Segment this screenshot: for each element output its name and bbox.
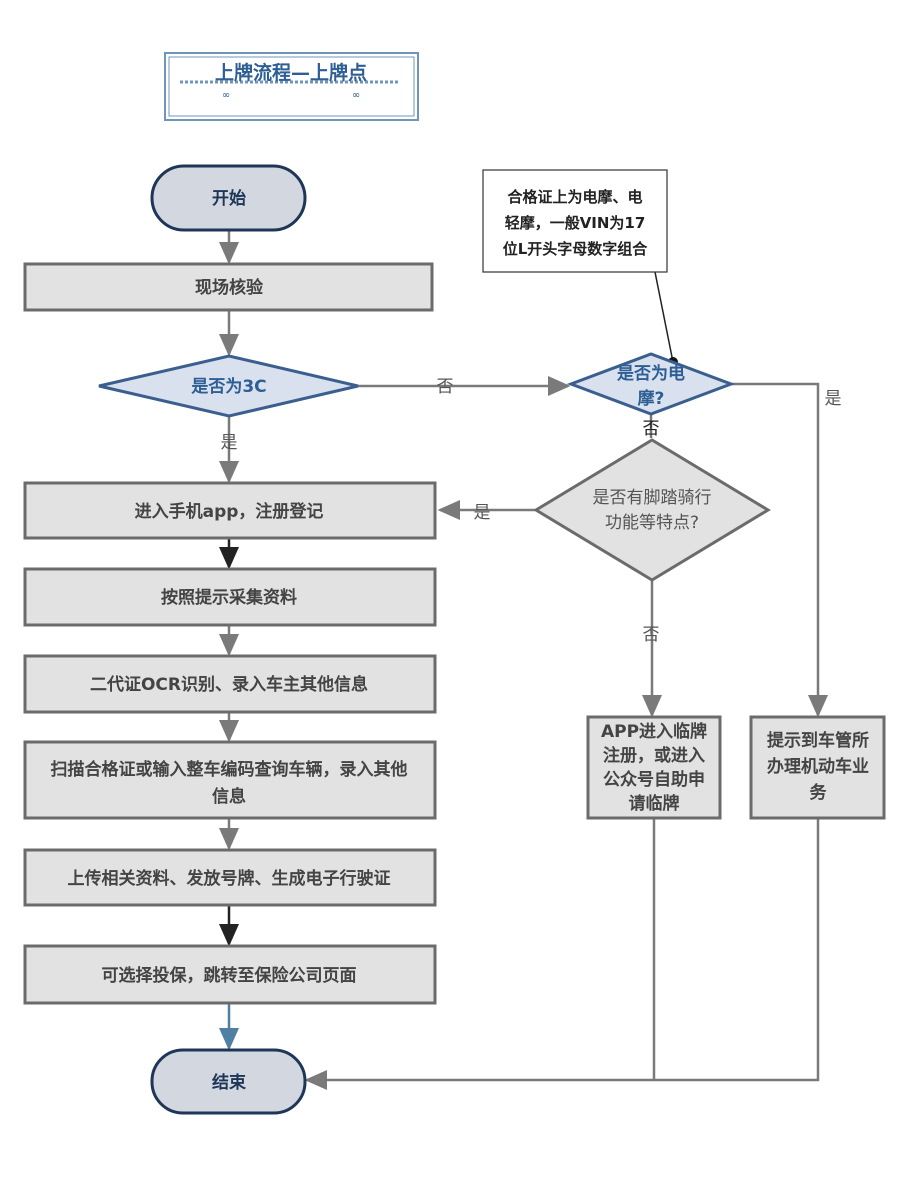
edge-label-no: 否: [643, 625, 660, 645]
svg-text:信息: 信息: [212, 786, 246, 807]
ornament-icon: ∞: [352, 90, 360, 101]
svg-text:请临牌: 请临牌: [629, 793, 680, 814]
svg-text:是否为电: 是否为电: [617, 363, 685, 384]
decision-is-3c: 是否为3C: [98, 354, 359, 418]
svg-text:上传相关资料、发放号牌、生成电子行驶证: 上传相关资料、发放号牌、生成电子行驶证: [68, 868, 391, 889]
svg-text:注册，或进入: 注册，或进入: [603, 745, 705, 766]
svg-text:合格证上为电摩、电: 合格证上为电摩、电: [506, 188, 642, 206]
svg-text:公众号自助申: 公众号自助申: [603, 769, 705, 790]
ornament-icon: ∞: [222, 90, 230, 101]
edge-label-no: 否: [437, 377, 454, 397]
svg-text:开始: 开始: [212, 188, 246, 209]
edge-label-yes: 是: [825, 389, 842, 409]
step-upload: 上传相关资料、发放号牌、生成电子行驶证: [23, 848, 437, 907]
svg-text:按照提示采集资料: 按照提示采集资料: [161, 587, 297, 608]
svg-text:是否为3C: 是否为3C: [191, 376, 266, 397]
step-ocr: 二代证OCR识别、录入车主其他信息: [23, 654, 437, 714]
edge-label-yes: 是: [221, 433, 238, 453]
step-scan: 扫描合格证或输入整车编码查询车辆，录入其他 信息: [23, 740, 437, 820]
step-enter-app: 进入手机app，注册登记: [23, 481, 437, 540]
step-dmv: 提示到车管所 办理机动车业 务: [749, 715, 886, 820]
step-onsite-check: 现场核验: [23, 262, 434, 312]
svg-text:位L开头字母数字组合: 位L开头字母数字组合: [503, 240, 649, 258]
svg-text:可选择投保，跳转至保险公司页面: 可选择投保，跳转至保险公司页面: [102, 965, 357, 986]
edge-label-yes: 是: [474, 503, 491, 523]
svg-text:APP进入临牌: APP进入临牌: [601, 721, 707, 742]
decision-pedal: 是否有脚踏骑行 功能等特点?: [533, 438, 771, 582]
step-insurance: 可选择投保，跳转至保险公司页面: [23, 944, 437, 1005]
svg-text:办理机动车业: 办理机动车业: [767, 756, 869, 777]
end-terminal: 结束: [150, 1048, 307, 1115]
connectors: [219, 230, 828, 1090]
svg-text:进入手机app，注册登记: 进入手机app，注册登记: [135, 501, 324, 522]
edge-label-no: 否: [643, 419, 660, 439]
svg-text:二代证OCR识别、录入车主其他信息: 二代证OCR识别、录入车主其他信息: [90, 674, 368, 695]
svg-text:扫描合格证或输入整车编码查询车辆，录入其他: 扫描合格证或输入整车编码查询车辆，录入其他: [51, 759, 408, 780]
note-box: 合格证上为电摩、电 轻摩，一般VIN为17 位L开头字母数字组合: [482, 169, 668, 273]
step-collect: 按照提示采集资料: [23, 567, 437, 627]
svg-text:轻摩，一般VIN为17: 轻摩，一般VIN为17: [505, 214, 646, 232]
svg-text:功能等特点?: 功能等特点?: [605, 513, 699, 533]
svg-text:提示到车管所: 提示到车管所: [767, 730, 869, 751]
svg-text:务: 务: [810, 782, 828, 803]
page-title: 上牌流程—上牌点: [215, 61, 367, 84]
step-temp-plate: APP进入临牌 注册，或进入 公众号自助申 请临牌: [586, 715, 722, 820]
svg-text:摩?: 摩?: [638, 388, 665, 409]
start-terminal: 开始: [150, 164, 307, 232]
svg-text:现场核验: 现场核验: [195, 277, 264, 298]
decision-is-emoto: 是否为电 摩?: [566, 352, 736, 416]
svg-text:结束: 结束: [212, 1072, 246, 1093]
svg-text:是否有脚踏骑行: 是否有脚踏骑行: [593, 488, 712, 508]
title-box: 上牌流程—上牌点 ∞ ∞: [164, 52, 419, 121]
